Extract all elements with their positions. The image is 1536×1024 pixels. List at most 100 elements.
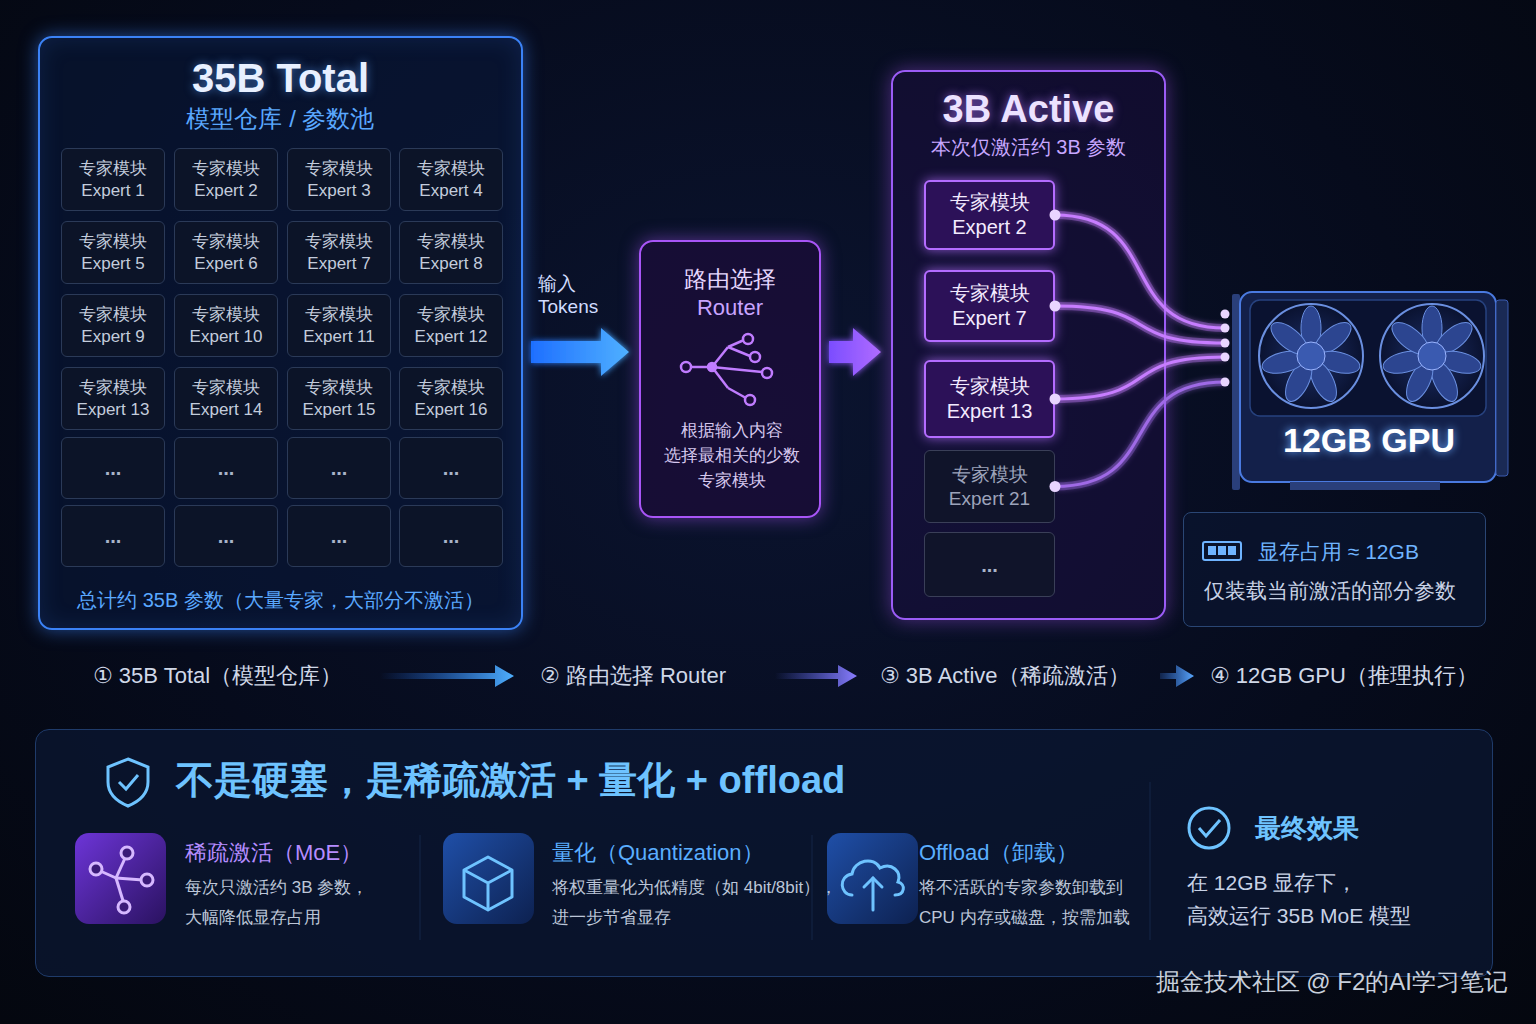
- line-core: [1055, 382, 1225, 487]
- node-title: ...: [218, 525, 235, 547]
- node-title: 专家模块: [192, 231, 260, 253]
- node-title: 专家模块: [305, 377, 373, 399]
- node-title: 显存占用 ≈ 12GB: [1258, 538, 1419, 566]
- expert-box: 专家模块Expert 7: [287, 221, 391, 284]
- node-text: 根据输入内容 选择最相关的少数 专家模块: [647, 418, 817, 493]
- node-title: 不是硬塞，是稀疏激活 + 量化 + offload: [176, 756, 845, 804]
- expert-box: 专家模块Expert 4: [399, 148, 503, 211]
- node-text: Expert 6: [194, 253, 257, 275]
- check-mark: [1199, 820, 1220, 836]
- gpu-fan: [1380, 304, 1484, 408]
- expert-box: 专家模块Expert 14: [174, 367, 278, 430]
- arrow-body: [829, 328, 881, 376]
- fan-hub: [1297, 342, 1325, 370]
- node-title: ...: [443, 457, 460, 479]
- flow-arrow: [531, 328, 629, 376]
- gpu-card: 12GB GPU: [1238, 292, 1500, 487]
- icon-node: [90, 863, 102, 875]
- step-label: ① 35B Total（模型仓库）: [93, 662, 342, 690]
- node-text: 仅装载当前激活的部分参数: [1204, 577, 1456, 605]
- node-text: Expert 13: [77, 399, 150, 421]
- node-title: 专家模块: [192, 158, 260, 180]
- icon-node: [743, 334, 753, 344]
- node-title: 专家模块: [305, 158, 373, 180]
- node-text: Expert 5: [81, 253, 144, 275]
- icon-line: [728, 347, 750, 356]
- gpu-fan: [1259, 304, 1363, 408]
- line-glow: [1055, 306, 1225, 343]
- line-start-dot: [1050, 481, 1061, 492]
- icon-line: [712, 367, 728, 388]
- memory-box: 显存占用 ≈ 12GB 仅装载当前激活的部分参数: [1183, 512, 1486, 627]
- node-title: 路由选择: [641, 264, 819, 294]
- chip-cell: [1209, 547, 1215, 554]
- shield-outline: [108, 759, 148, 806]
- node-text: Expert 8: [419, 253, 482, 275]
- gpu-connector: [1290, 482, 1440, 490]
- flow-arrow-3: [1160, 665, 1194, 687]
- node-text: Expert 2: [952, 215, 1026, 240]
- flow-arrow-2: [775, 665, 857, 687]
- expert-box: 专家模块Expert 2: [174, 148, 278, 211]
- check-icon: [1189, 808, 1229, 848]
- line-end-dot: [1221, 339, 1230, 348]
- line-start-dot: [1050, 394, 1061, 405]
- flow-arrow: [829, 328, 881, 376]
- node-title: 专家模块: [192, 304, 260, 326]
- active-expert-box: 专家模块Expert 13: [924, 360, 1055, 438]
- node-text: 模型仓库 / 参数池: [40, 104, 521, 134]
- icon-line: [728, 388, 746, 398]
- node-title: 35B Total: [40, 54, 521, 102]
- fan-hub: [1418, 342, 1446, 370]
- node-title: 专家模块: [952, 463, 1028, 487]
- expert-box: 专家模块Expert 13: [61, 367, 165, 430]
- line-core: [1055, 215, 1225, 328]
- node-title: 专家模块: [79, 377, 147, 399]
- upload-shaft: [872, 878, 875, 910]
- gpu-side: [1496, 300, 1508, 476]
- node-title: 专家模块: [417, 158, 485, 180]
- node-text: 本次仅激活约 3B 参数: [893, 134, 1164, 160]
- node-title: 专家模块: [192, 377, 260, 399]
- expert-box: 专家模块Expert 16: [399, 367, 503, 430]
- icon-line: [116, 878, 124, 904]
- node-text: Expert 16: [415, 399, 488, 421]
- node-text: Expert 13: [947, 399, 1033, 424]
- chip-cell: [1229, 547, 1235, 554]
- node-title: 专家模块: [305, 231, 373, 253]
- node-title: ...: [105, 525, 122, 547]
- line-glow: [1055, 357, 1225, 399]
- node-title: ...: [443, 525, 460, 547]
- router-icon: [681, 334, 772, 405]
- activation-line: [1050, 353, 1230, 405]
- expert-box: 专家模块Expert 12: [399, 294, 503, 357]
- node-text: Expert 3: [307, 180, 370, 202]
- expert-box: 专家模块Expert 6: [174, 221, 278, 284]
- icon-line: [116, 856, 126, 878]
- icon-node: [745, 395, 755, 405]
- icon-line: [712, 347, 728, 367]
- node-text: Expert 21: [949, 487, 1030, 511]
- node-text: 总计约 35B 参数（大量专家，大部分不激活）: [40, 585, 521, 615]
- activation-line: [1050, 378, 1230, 493]
- more-experts-box: ...: [924, 532, 1055, 597]
- upload-head: [864, 878, 882, 887]
- expert-box: 专家模块Expert 15: [287, 367, 391, 430]
- arrow-body: [531, 328, 629, 376]
- edge-label: 输入 Tokens: [538, 272, 618, 318]
- node-title: ...: [331, 525, 348, 547]
- node-title: ...: [331, 457, 348, 479]
- gpu-bracket: [1232, 294, 1240, 490]
- router-box: 路由选择Router根据输入内容 选择最相关的少数 专家模块: [639, 240, 821, 518]
- step-label: ② 路由选择 Router: [540, 662, 726, 690]
- line-core: [1055, 306, 1225, 343]
- icon-node: [762, 368, 772, 378]
- more-experts-box: ...: [174, 437, 278, 499]
- node-text: Expert 2: [194, 180, 257, 202]
- icon-node: [121, 847, 133, 859]
- node-text: Expert 4: [419, 180, 482, 202]
- cloud-icon: [842, 861, 903, 910]
- chip-outline: [1203, 542, 1241, 560]
- node-text: Expert 10: [190, 326, 263, 348]
